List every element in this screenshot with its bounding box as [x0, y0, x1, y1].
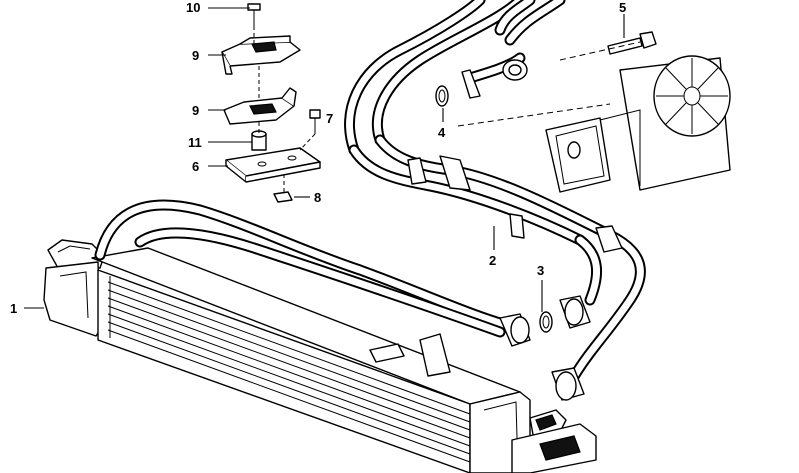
nut-8 — [273, 191, 293, 203]
callout-5: 5 — [619, 0, 626, 15]
leader-lines — [24, 7, 625, 312]
bolt-7 — [309, 109, 321, 119]
callout-7: 7 — [326, 111, 333, 126]
oil-hoses — [94, 0, 646, 381]
filter-ribs — [656, 58, 728, 134]
oil-cooler — [43, 239, 597, 473]
callout-10: 10 — [186, 0, 200, 15]
callout-labels: 10 9 9 11 6 7 8 5 4 2 3 1 — [10, 0, 626, 316]
cooler-bottom-tab — [369, 343, 405, 363]
cooler-fins — [107, 276, 471, 463]
oil-filter-housing — [545, 55, 731, 193]
cooler-left-tank — [43, 261, 101, 337]
seal-ring-3 — [539, 311, 553, 333]
callout-6: 6 — [192, 159, 199, 174]
seal-ring-4 — [435, 85, 449, 107]
hose-sleeve-3 — [509, 213, 525, 239]
callout-4: 4 — [438, 125, 446, 140]
hose-sleeve-2 — [439, 155, 471, 191]
callout-9-lower: 9 — [192, 103, 199, 118]
callout-2: 2 — [489, 253, 496, 268]
hose-sleeve-4 — [595, 225, 623, 253]
callout-9-upper: 9 — [192, 48, 199, 63]
bolt-5 — [607, 31, 657, 55]
callout-3: 3 — [537, 263, 544, 278]
callout-1: 1 — [10, 301, 17, 316]
callout-11: 11 — [188, 135, 202, 150]
cooler-rear-bracket — [419, 333, 451, 377]
callout-8: 8 — [314, 190, 321, 205]
hose-sleeve — [407, 157, 427, 185]
hose-fittings — [499, 295, 591, 401]
screw-10 — [247, 3, 261, 11]
small-parts — [221, 3, 321, 203]
